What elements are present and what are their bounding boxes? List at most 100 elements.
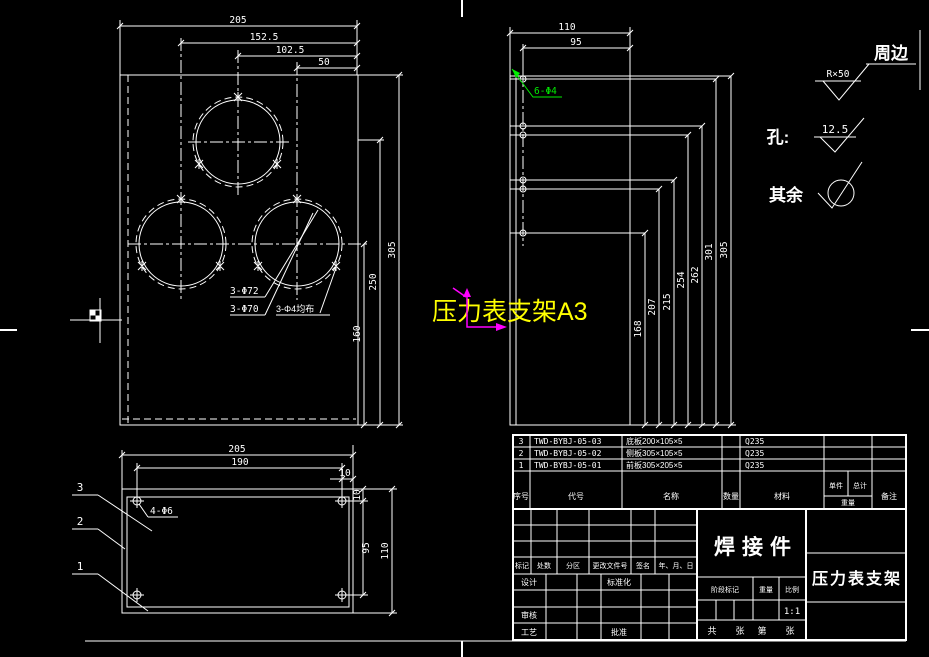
- part-name: 侧板305×105×5: [626, 448, 683, 458]
- note-others: 其余: [769, 161, 863, 209]
- header-material: 材料: [774, 491, 790, 501]
- dim-side-h1: 207: [647, 298, 658, 315]
- header-unit: 单件: [829, 481, 843, 490]
- finish-notes: 周边 R×50 孔: 12.5 其余: [767, 44, 916, 209]
- dim-bottom-offset-v: 10: [352, 489, 363, 501]
- label-side-holes: 6-Φ4: [534, 86, 557, 97]
- part-code: TWD-BYBJ-05-03: [534, 437, 602, 446]
- title-block: 3 TWD-BYBJ-05-03 底板200×105×5 Q235 2 TWD-…: [512, 434, 907, 641]
- title-middle: 焊接件 阶段标记 重量 比例 1:1 共 张 第 张: [707, 535, 800, 636]
- scale-label: 比例: [785, 585, 799, 594]
- note-edge: 周边 R×50: [815, 44, 916, 101]
- header-remarks: 备注: [881, 491, 897, 501]
- dim-front-width: 205: [229, 15, 246, 26]
- svg-text:3: 3: [77, 481, 84, 494]
- change-date: 年、月、日: [659, 561, 694, 570]
- dim-bottom-width-2: 190: [231, 457, 248, 468]
- process-label: 工艺: [521, 628, 537, 637]
- dim-bottom-height: 110: [380, 542, 391, 559]
- label-bottom-holes: 4-Φ6: [150, 506, 173, 517]
- dim-side-h2: 215: [662, 293, 673, 310]
- front-view: 205 152.5 102.5 50 160 250 305 3-Φ72 3-Φ…: [116, 15, 403, 429]
- holes-roughness: 12.5: [822, 123, 849, 136]
- part-code: TWD-BYBJ-05-02: [534, 449, 602, 458]
- dim-bottom-width: 205: [228, 444, 245, 455]
- dim-front-width-2: 152.5: [250, 32, 279, 43]
- header-seq: 序号: [513, 491, 529, 501]
- origin-marker: [70, 298, 122, 343]
- check-label: 审核: [521, 610, 537, 620]
- scale-value: 1:1: [784, 607, 800, 617]
- dim-front-width-3: 102.5: [276, 45, 305, 56]
- standardization-label: 标准化: [607, 577, 631, 587]
- part-material: Q235: [745, 461, 764, 470]
- change-signature: 签名: [636, 561, 650, 570]
- bottom-view: 205 190 10 10 95 110 4-Φ6 3 2 1: [72, 444, 397, 617]
- dim-side-h0: 168: [633, 320, 644, 337]
- weight-label: 重量: [759, 586, 773, 594]
- part-name: 底板200×105×5: [626, 436, 683, 446]
- part-seq: 1: [519, 461, 524, 470]
- dim-ticks: [118, 451, 396, 617]
- part-seq: 3: [519, 437, 524, 446]
- side-view: 110 95 168 207 215 254 262 301 305 6-Φ4: [506, 22, 736, 429]
- label-outer-circle: 3-Φ72: [230, 286, 259, 297]
- header-name: 名称: [663, 491, 679, 501]
- drawing-title-overlay: 压力表支架A3: [432, 298, 588, 326]
- dim-side-width-2: 95: [570, 37, 581, 48]
- dim-ticks: [506, 29, 735, 429]
- weld-type: 焊接件: [714, 535, 798, 559]
- design-label: 设计: [521, 577, 537, 587]
- dim-side-width: 110: [558, 22, 575, 33]
- svg-text:1: 1: [77, 560, 84, 573]
- drawing-name: 压力表支架: [812, 569, 902, 588]
- sheet-zhang2: 张: [785, 626, 794, 636]
- edge-label: 周边: [874, 44, 909, 63]
- change-file-no: 更改文件号: [593, 561, 628, 570]
- part-name: 前板305×205×5: [626, 460, 683, 470]
- dim-side-h5: 301: [704, 243, 715, 260]
- dim-front-width-4: 50: [318, 57, 330, 68]
- selection-annotation[interactable]: 压力表支架A3: [432, 287, 588, 331]
- edge-roughness: R×50: [827, 69, 850, 80]
- change-mark: 标记: [515, 561, 529, 570]
- header-total: 总计: [853, 481, 867, 490]
- balloon-3: 3: [72, 481, 153, 532]
- part-seq: 2: [519, 449, 524, 458]
- balloon-1: 1: [72, 560, 149, 612]
- header-qty: 数量: [723, 491, 739, 501]
- change-count: 处数: [537, 561, 551, 570]
- part-code: TWD-BYBJ-05-01: [534, 461, 602, 470]
- dim-front-height-3: 160: [352, 325, 363, 342]
- dim-front-height-2: 250: [368, 273, 379, 290]
- holes-label: 孔:: [767, 128, 790, 147]
- dim-side-h6: 305: [719, 241, 730, 258]
- dim-ticks: [116, 22, 403, 429]
- svg-text:2: 2: [77, 515, 84, 528]
- corner-holes: [130, 494, 349, 602]
- dim-side-h4: 262: [690, 266, 701, 283]
- approve-label: 批准: [611, 627, 627, 637]
- header-code: 代号: [568, 491, 584, 501]
- note-holes: 孔: 12.5: [767, 117, 865, 153]
- change-record: 标记 处数 分区 更改文件号 签名 年、月、日 设计 标准化 审核 工艺 批准: [515, 561, 694, 637]
- sheet-zhang1: 张: [735, 626, 744, 636]
- no-machining-symbol: [827, 179, 855, 207]
- part-material: Q235: [745, 449, 764, 458]
- sheet-di: 第: [757, 625, 766, 636]
- others-label: 其余: [769, 185, 804, 205]
- label-small-holes: 3-Φ4均布: [276, 303, 314, 314]
- bolt-hole-marks: [137, 92, 341, 271]
- part-material: Q235: [745, 437, 764, 446]
- dim-bottom-offset-h: 10: [339, 468, 351, 479]
- balloon-2: 2: [72, 515, 126, 550]
- cursor-mark: [452, 287, 507, 331]
- dim-bottom-height-2: 95: [361, 542, 372, 553]
- stage-label: 阶段标记: [711, 585, 739, 594]
- parts-list: 3 TWD-BYBJ-05-03 底板200×105×5 Q235 2 TWD-…: [513, 436, 897, 507]
- label-inner-circle: 3-Φ70: [230, 304, 259, 315]
- dim-front-height: 305: [387, 241, 398, 258]
- sheet-gong: 共: [707, 626, 716, 636]
